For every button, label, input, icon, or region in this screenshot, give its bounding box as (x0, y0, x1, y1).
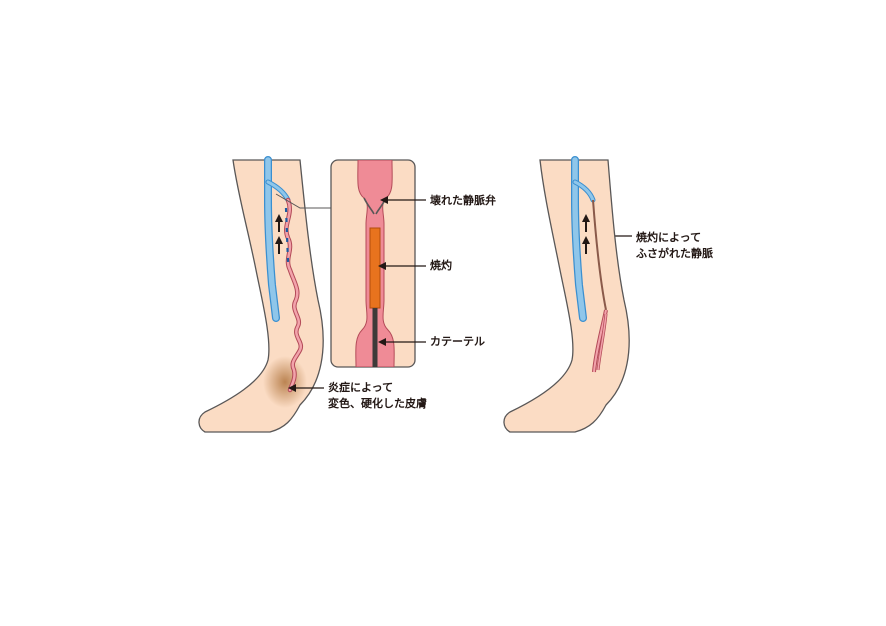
zoom-panel (330, 159, 416, 368)
label-cauterization: 焼灼 (430, 259, 452, 272)
zoom-connector (275, 193, 331, 209)
catheter-heated-section (369, 227, 381, 309)
closed-vein (592, 199, 607, 311)
label-catheter: カテーテル (430, 335, 485, 348)
label-closed-vein-line2: ふさがれた静脈 (636, 247, 713, 260)
right-flow-arrows (582, 214, 590, 254)
catheter-shaft (372, 308, 378, 367)
label-damaged-skin-line2: 変色、硬化した皮膚 (328, 397, 427, 410)
left-flow-arrows (275, 214, 283, 254)
label-damaged-skin: 炎症によって 変色、硬化した皮膚 (328, 380, 427, 412)
left-leg (198, 156, 331, 433)
label-closed-vein: 焼灼によって ふさがれた静脈 (636, 230, 713, 262)
right-leg (503, 156, 630, 433)
label-closed-vein-line1: 焼灼によって (636, 231, 702, 244)
label-broken-valve: 壊れた静脈弁 (430, 194, 496, 207)
bruise-area (263, 356, 307, 408)
label-damaged-skin-line1: 炎症によって (328, 381, 394, 394)
right-leg-shape (503, 159, 630, 433)
